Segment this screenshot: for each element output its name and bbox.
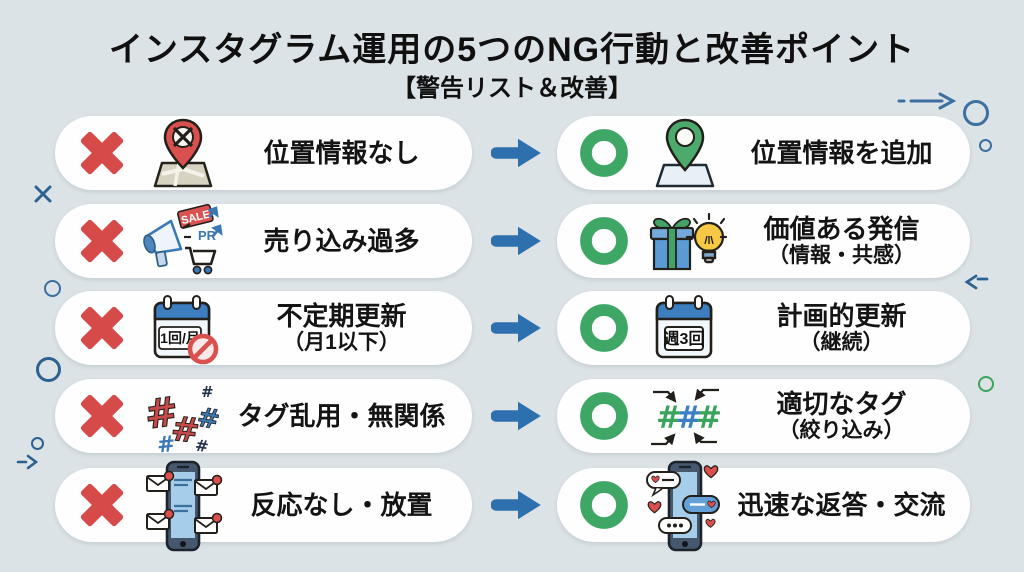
ok-label-value: 価値ある発信 （情報・共感） xyxy=(763,214,920,267)
row-updates: 1回/月 不定期更新 （月1以下） 週3回 xyxy=(0,291,1024,365)
svg-text:#: # xyxy=(656,400,682,436)
ok-pill-value: 価値ある発信 （情報・共感） xyxy=(557,204,970,278)
arrow-right-icon xyxy=(491,401,541,431)
ng-label-updates: 不定期更新 （月1以下） xyxy=(276,301,407,354)
ok-pill-updates: 週3回 計画的更新 （継続） xyxy=(557,291,970,365)
row-location: 位置情報なし 位置情報を追加 xyxy=(0,116,1024,190)
svg-text:PR: PR xyxy=(198,228,217,243)
svg-text:#: # xyxy=(142,389,182,439)
svg-text:#: # xyxy=(696,400,722,436)
ng-label-hashtags: タグ乱用・無関係 xyxy=(237,401,446,431)
ok-label-updates: 計画的更新 （継続） xyxy=(776,301,907,354)
ng-pill-location: 位置情報なし xyxy=(55,116,472,190)
ok-pill-location: 位置情報を追加 xyxy=(557,116,970,190)
doodle-small-circle-icon xyxy=(31,437,44,450)
x-mark-icon xyxy=(80,306,124,350)
svg-text:#: # xyxy=(676,400,702,436)
page-title: インスタグラム運用の5つのNG行動と改善ポイント xyxy=(108,31,916,69)
doodle-circle-icon xyxy=(44,280,61,297)
doodle-small-circle-icon xyxy=(979,139,992,152)
ng-pill-updates: 1回/月 不定期更新 （月1以下） xyxy=(55,291,472,365)
svg-text:#: # xyxy=(156,432,177,459)
ok-label-engagement: 迅速な返答・交流 xyxy=(737,490,946,520)
x-mark-icon xyxy=(80,483,124,527)
arrow-right-icon xyxy=(491,226,541,256)
doodle-arrow-right-icon xyxy=(897,92,957,110)
svg-text:#: # xyxy=(195,402,223,436)
hashtags-scattered-icon: # # # # # # xyxy=(141,383,223,459)
svg-text:#: # xyxy=(201,383,214,401)
phone-chat-hearts-icon xyxy=(646,460,720,552)
o-mark-icon xyxy=(580,392,628,440)
map-pin-no-location-icon xyxy=(153,118,213,188)
megaphone-sale-cart-icon: SALE PR xyxy=(143,203,223,275)
svg-text:#: # xyxy=(169,409,202,452)
row-hashtags: # # # # # # タグ乱用・無関係 xyxy=(0,379,1024,459)
hashtags-focused-icon: # # # xyxy=(651,388,722,446)
ng-pill-hashtags: # # # # # # タグ乱用・無関係 xyxy=(55,379,472,459)
calendar-weekly-icon: 週3回 xyxy=(655,295,713,359)
arrow-right-icon xyxy=(491,138,541,168)
doodle-arrow-left-icon xyxy=(964,274,989,290)
map-pin-location-icon xyxy=(655,118,715,188)
ok-label-location: 位置情報を追加 xyxy=(750,138,933,168)
o-mark-icon xyxy=(580,217,628,265)
calendar-prohibited-icon: 1回/月 xyxy=(153,295,219,365)
svg-text:#: # xyxy=(194,436,210,457)
ok-label-hashtags: 適切なタグ （絞り込み） xyxy=(776,389,907,442)
ok-pill-engagement: 迅速な返答・交流 xyxy=(557,460,970,552)
arrow-right-icon xyxy=(491,313,541,343)
phone-unread-messages-icon xyxy=(146,460,223,552)
row-selling: SALE PR 売り込み過多 xyxy=(0,203,1024,278)
gift-lightbulb-icon xyxy=(649,212,728,271)
x-mark-icon xyxy=(80,219,124,263)
ng-label-location: 位置情報なし xyxy=(263,138,420,168)
ng-label-selling: 売り込み過多 xyxy=(263,226,420,256)
doodle-circle-icon xyxy=(36,357,61,382)
arrow-right-icon xyxy=(491,490,541,520)
ng-pill-selling: SALE PR 売り込み過多 xyxy=(55,203,472,278)
row-engagement: 反応なし・放置 xyxy=(0,460,1024,552)
doodle-arrow-right-small-icon xyxy=(16,454,39,470)
o-mark-icon xyxy=(580,129,628,177)
doodle-green-circle-icon xyxy=(978,376,994,392)
svg-text:週3回: 週3回 xyxy=(664,330,705,348)
x-mark-icon xyxy=(80,131,124,175)
ok-pill-hashtags: # # # 適切なタグ （絞り込み） xyxy=(557,379,970,453)
x-mark-icon xyxy=(80,394,124,438)
o-mark-icon xyxy=(580,304,628,352)
page-subtitle: 【警告リスト＆改善】 xyxy=(392,75,632,102)
ng-pill-engagement: 反応なし・放置 xyxy=(55,460,472,552)
doodle-circle-icon xyxy=(963,100,989,126)
o-mark-icon xyxy=(580,481,628,529)
ng-label-engagement: 反応なし・放置 xyxy=(250,490,433,520)
doodle-x-icon xyxy=(34,185,52,203)
